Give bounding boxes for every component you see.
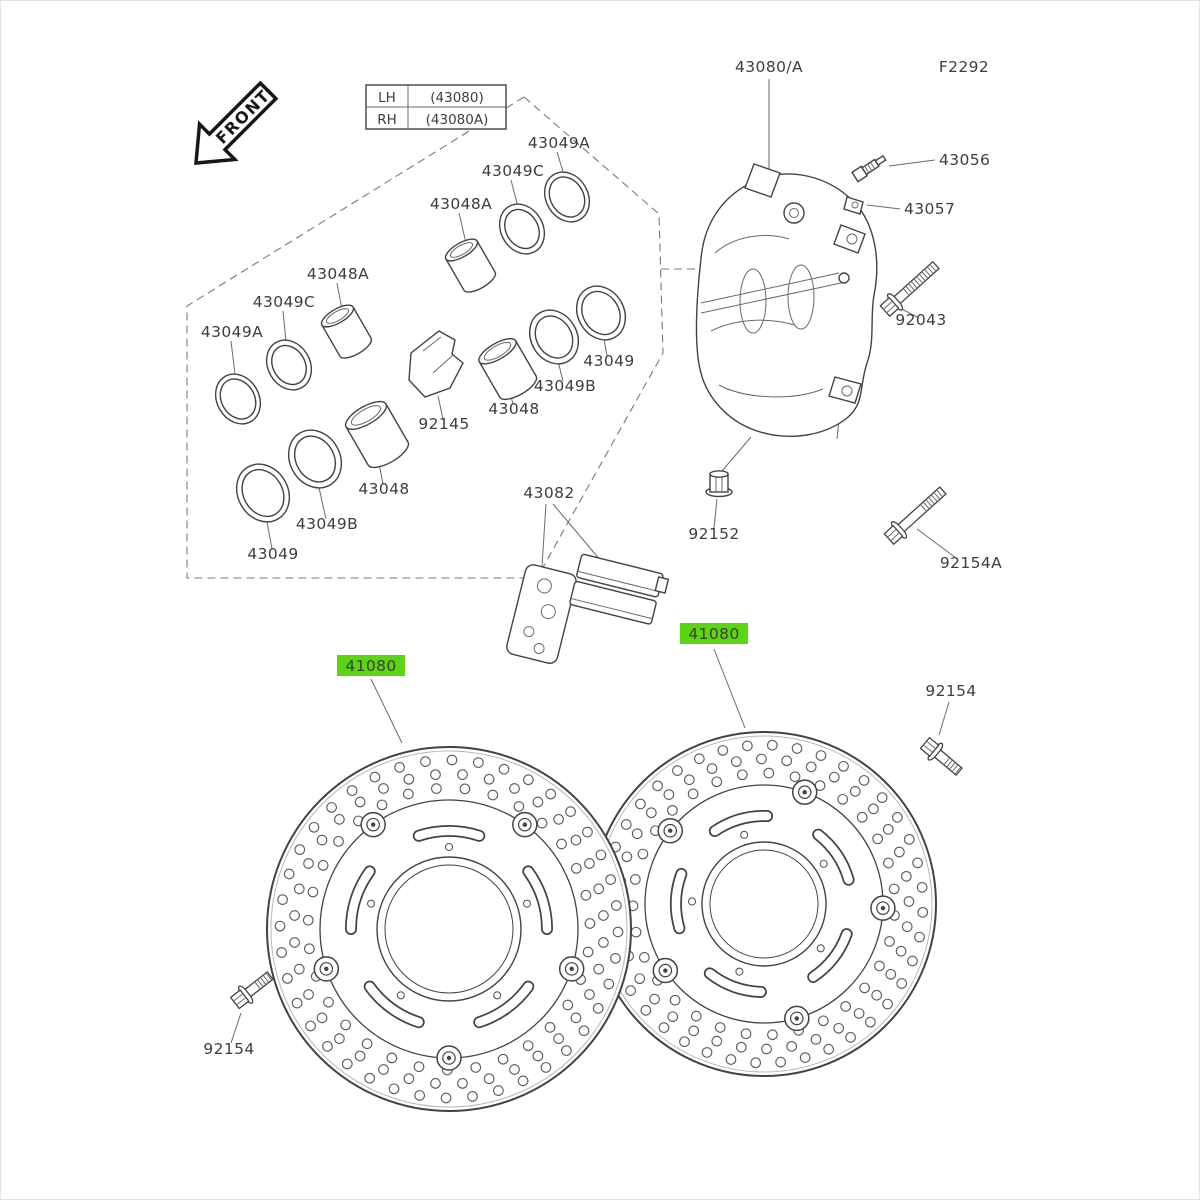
legend-lh-part: (43080) — [430, 90, 483, 106]
bleed-valve-43056 — [851, 154, 887, 183]
brake-pads-43082 — [569, 553, 670, 625]
label-43049B-lower[interactable]: 43049B — [296, 515, 358, 533]
label-92154-right[interactable]: 92154 — [925, 682, 976, 700]
highlight-41080-left[interactable] — [337, 655, 405, 676]
pad-holder-43082 — [506, 564, 577, 664]
label-43049B-upper[interactable]: 43049B — [534, 377, 596, 395]
label-92043[interactable]: 92043 — [895, 311, 946, 329]
seal-43049C-top — [498, 203, 546, 255]
label-43049C-mid[interactable]: 43049C — [253, 293, 316, 311]
piston-43048-upper — [478, 337, 538, 401]
label-92154-left[interactable]: 92154 — [203, 1040, 254, 1058]
front-arrow-icon: FRONT — [194, 80, 279, 165]
label-43049A-top[interactable]: 43049A — [528, 134, 590, 152]
legend-rh-part: (43080A) — [426, 112, 489, 128]
label-43048-upper[interactable]: 43048 — [488, 400, 539, 418]
label-92154A[interactable]: 92154A — [940, 554, 1002, 572]
label-43048A-top[interactable]: 43048A — [430, 195, 492, 213]
label-92152[interactable]: 92152 — [688, 525, 739, 543]
label-43048-lower[interactable]: 43048 — [358, 480, 409, 498]
highlight-41080-right[interactable] — [680, 623, 748, 644]
legend-table: LH (43080) RH (43080A) — [365, 84, 507, 130]
bolt-92154-right — [919, 736, 963, 777]
caliper-assembly — [695, 163, 878, 437]
label-43049A-mid[interactable]: 43049A — [201, 323, 263, 341]
label-41080-right[interactable]: 41080 — [688, 625, 739, 643]
label-43049-upper[interactable]: 43049 — [583, 352, 634, 370]
bolt-92154-left — [229, 971, 274, 1010]
label-41080-left[interactable]: 41080 — [345, 657, 396, 675]
seal-43049-lower — [235, 463, 291, 523]
legend-lh-side: LH — [378, 90, 396, 106]
label-43056[interactable]: 43056 — [939, 151, 990, 169]
part-labels: 43080/A F2292 43049A 43049C 43048A 43048… — [201, 58, 1002, 1058]
label-43049C-top[interactable]: 43049C — [482, 162, 545, 180]
front-arrow-label: FRONT — [212, 86, 274, 148]
diagram-code: F2292 — [939, 58, 989, 76]
bolt-92043 — [879, 260, 940, 318]
seal-43049B-upper — [528, 309, 580, 365]
legend-rh-side: RH — [377, 112, 397, 128]
seal-43049A-mid — [214, 373, 262, 425]
nut-92152 — [705, 470, 733, 498]
piston-43048A-top — [444, 238, 497, 293]
label-43048A-mid[interactable]: 43048A — [307, 265, 369, 283]
clip-43057 — [843, 196, 864, 215]
seal-43049B-lower — [287, 429, 343, 489]
seal-43049A-top — [543, 171, 591, 223]
piston-43048A-mid — [320, 304, 373, 359]
label-assembly-43080A[interactable]: 43080/A — [735, 58, 803, 76]
label-43049-lower[interactable]: 43049 — [247, 545, 298, 563]
piston-43048-lower — [344, 400, 410, 469]
seal-43049C-mid — [265, 339, 313, 391]
brake-disc-left — [266, 746, 632, 1112]
brake-disc-right — [591, 731, 937, 1077]
bolt-92154A — [883, 486, 947, 546]
label-43057[interactable]: 43057 — [904, 200, 955, 218]
label-92145[interactable]: 92145 — [418, 415, 469, 433]
seal-43049-upper — [575, 285, 627, 341]
label-43082[interactable]: 43082 — [523, 484, 574, 502]
pad-spring-92145 — [408, 330, 464, 398]
